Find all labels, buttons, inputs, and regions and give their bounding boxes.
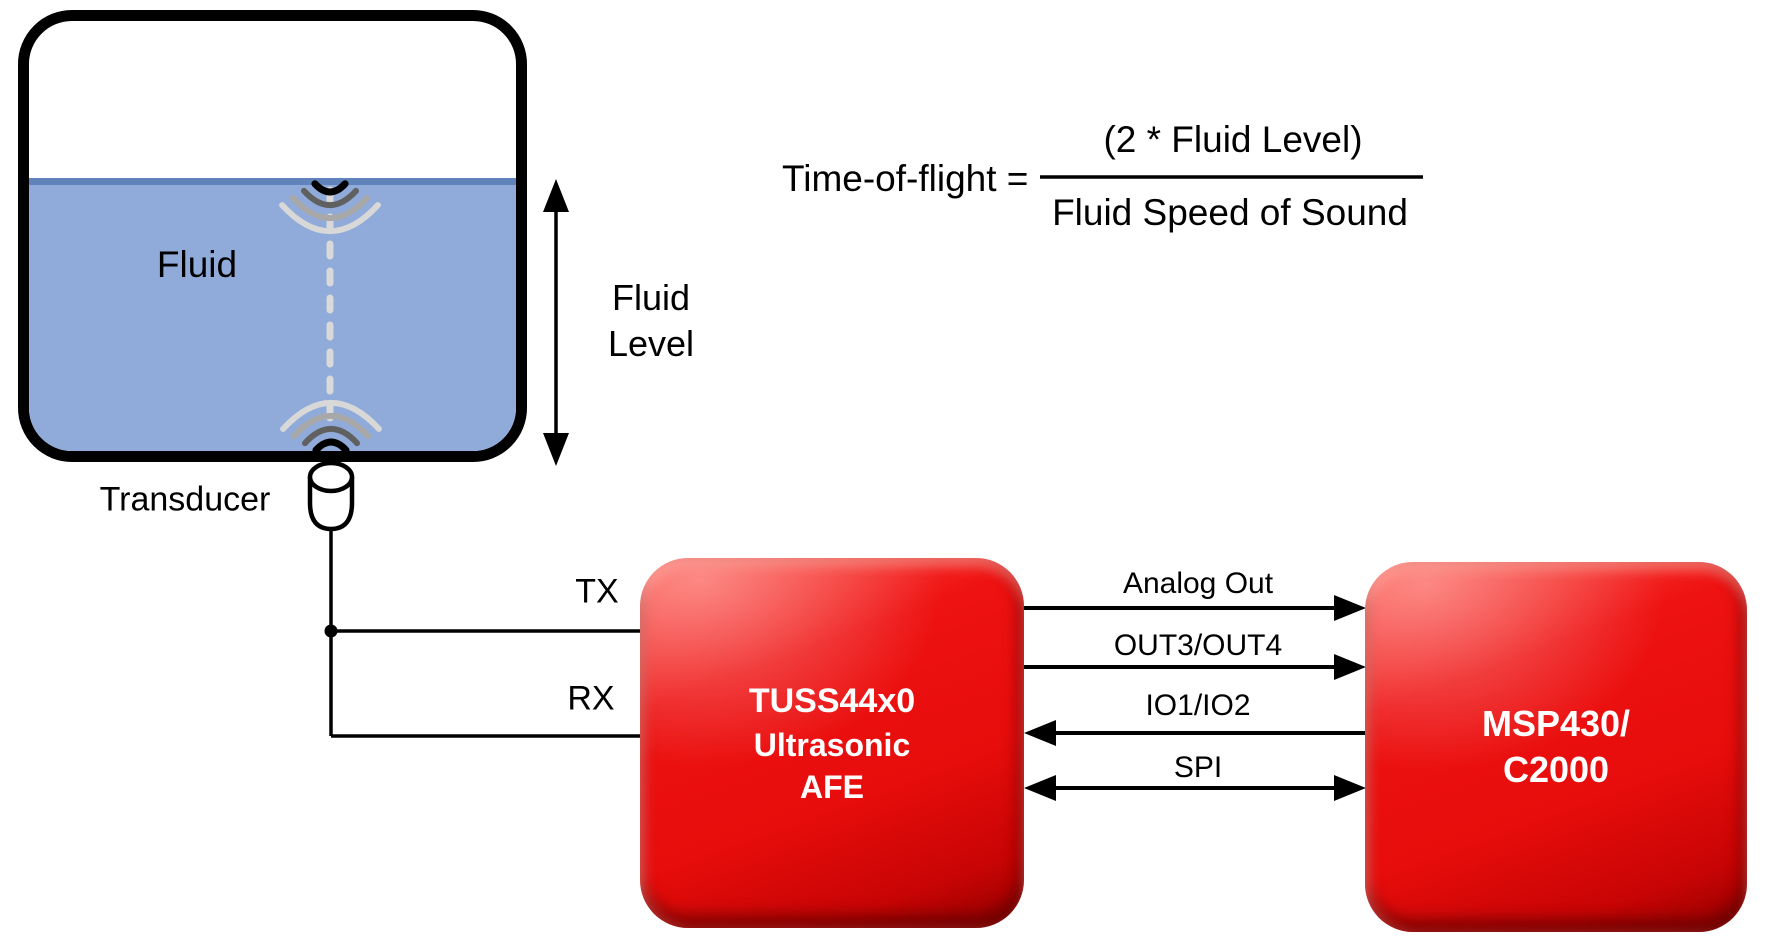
rx-pin-label: RX <box>567 679 615 718</box>
fluid-level-arrow <box>543 179 569 466</box>
formula-lhs: Time-of-flight = <box>782 158 1029 199</box>
tank <box>18 10 527 462</box>
fluid-region <box>29 178 516 451</box>
bus-label-spi: SPI <box>1173 751 1223 784</box>
mcu-block: MSP430/ C2000 <box>1365 562 1747 932</box>
bus-label-io1-io2: IO1/IO2 <box>1145 689 1251 722</box>
formula-denominator: Fluid Speed of Sound <box>1052 192 1408 233</box>
bus-arrow-io1-io2 <box>1024 720 1365 746</box>
tx-pin-label: TX <box>575 572 619 611</box>
afe-block-line3: AFE <box>800 769 864 805</box>
afe-block-title: TUSS44x0 <box>748 682 916 720</box>
fluid-level-label-line1: Fluid <box>611 277 691 318</box>
bus-label-analog-out: Analog Out <box>1122 567 1274 600</box>
fluid-level-label: Fluid Level <box>608 275 694 367</box>
bus-label-out3-out4: OUT3/OUT4 <box>1113 629 1283 662</box>
wire-junction-dot <box>324 624 338 638</box>
tuss44x0-afe-block: TUSS44x0 Ultrasonic AFE <box>640 558 1024 928</box>
fluid-level-label-line2: Level <box>607 323 695 364</box>
fluid-label: Fluid <box>156 244 238 285</box>
transducer-label: Transducer <box>99 480 271 519</box>
transducer-icon <box>307 460 355 532</box>
formula-numerator: (2 * Fluid Level) <box>1103 119 1363 160</box>
mcu-block-line2: C2000 <box>1502 749 1610 790</box>
afe-block-line2: Ultrasonic <box>753 727 911 763</box>
mcu-block-line1: MSP430/ <box>1481 703 1631 744</box>
